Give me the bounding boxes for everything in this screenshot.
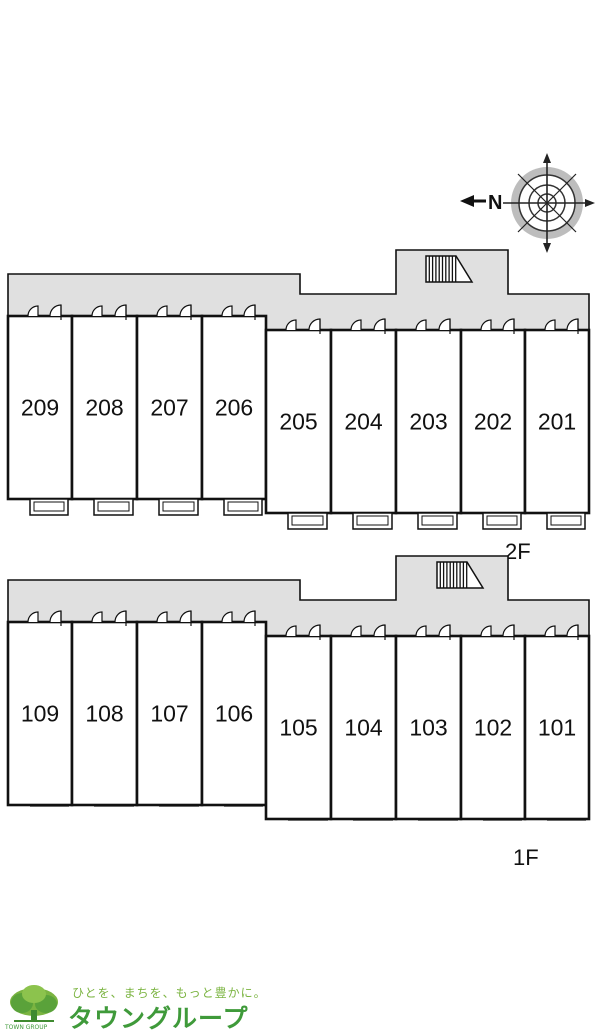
floor-plan-2f: 209 208 207 206 205 204 203 202 201 xyxy=(6,249,591,530)
unit-number: 209 xyxy=(21,395,59,421)
unit-202: 202 xyxy=(459,318,527,530)
unit-number: 105 xyxy=(279,715,317,741)
unit-106: 106 xyxy=(200,610,268,807)
compass-icon xyxy=(460,153,595,253)
unit-number: 106 xyxy=(215,701,253,727)
unit-103: 103 xyxy=(394,624,463,821)
logo-tagline: ひとを、まちを、もっと豊かに。 xyxy=(72,986,267,1000)
unit-number: 201 xyxy=(538,409,576,435)
unit-number: 208 xyxy=(85,395,123,421)
stairs-icon xyxy=(425,255,474,283)
unit-101: 101 xyxy=(523,624,591,821)
unit-108: 108 xyxy=(70,610,139,807)
unit-number: 203 xyxy=(409,409,447,435)
unit-number: 102 xyxy=(474,715,512,741)
unit-207: 207 xyxy=(135,304,204,516)
unit-209: 209 xyxy=(6,304,74,516)
floor-label-1f: 1F xyxy=(513,845,539,870)
floor-label-2f: 2F xyxy=(505,539,531,564)
unit-number: 205 xyxy=(279,409,317,435)
north-label: N xyxy=(488,192,502,214)
unit-number: 108 xyxy=(85,701,123,727)
logo-name: タウングループ xyxy=(68,1004,249,1033)
unit-number: 104 xyxy=(344,715,383,741)
unit-107: 107 xyxy=(135,610,204,807)
unit-205: 205 xyxy=(264,318,333,530)
unit-201: 201 xyxy=(523,318,591,530)
unit-204: 204 xyxy=(329,318,398,530)
tree-logo-icon xyxy=(10,985,58,1022)
unit-number: 109 xyxy=(21,701,59,727)
stairs-icon xyxy=(436,561,485,589)
unit-109: 109 xyxy=(6,610,74,807)
unit-206: 206 xyxy=(200,304,268,516)
unit-number: 107 xyxy=(150,701,188,727)
unit-number: 202 xyxy=(474,409,512,435)
unit-number: 204 xyxy=(344,409,383,435)
unit-208: 208 xyxy=(70,304,139,516)
unit-number: 103 xyxy=(409,715,447,741)
unit-105: 105 xyxy=(264,624,333,821)
unit-102: 102 xyxy=(459,624,527,821)
unit-104: 104 xyxy=(329,624,398,821)
floor-plan-1f: 109 108 107 106 105 104 103 102 101 xyxy=(6,555,591,821)
unit-203: 203 xyxy=(394,318,463,530)
unit-number: 206 xyxy=(215,395,253,421)
logo-subtitle: TOWN GROUP xyxy=(5,1024,48,1031)
unit-number: 101 xyxy=(538,715,576,741)
unit-number: 207 xyxy=(150,395,188,421)
